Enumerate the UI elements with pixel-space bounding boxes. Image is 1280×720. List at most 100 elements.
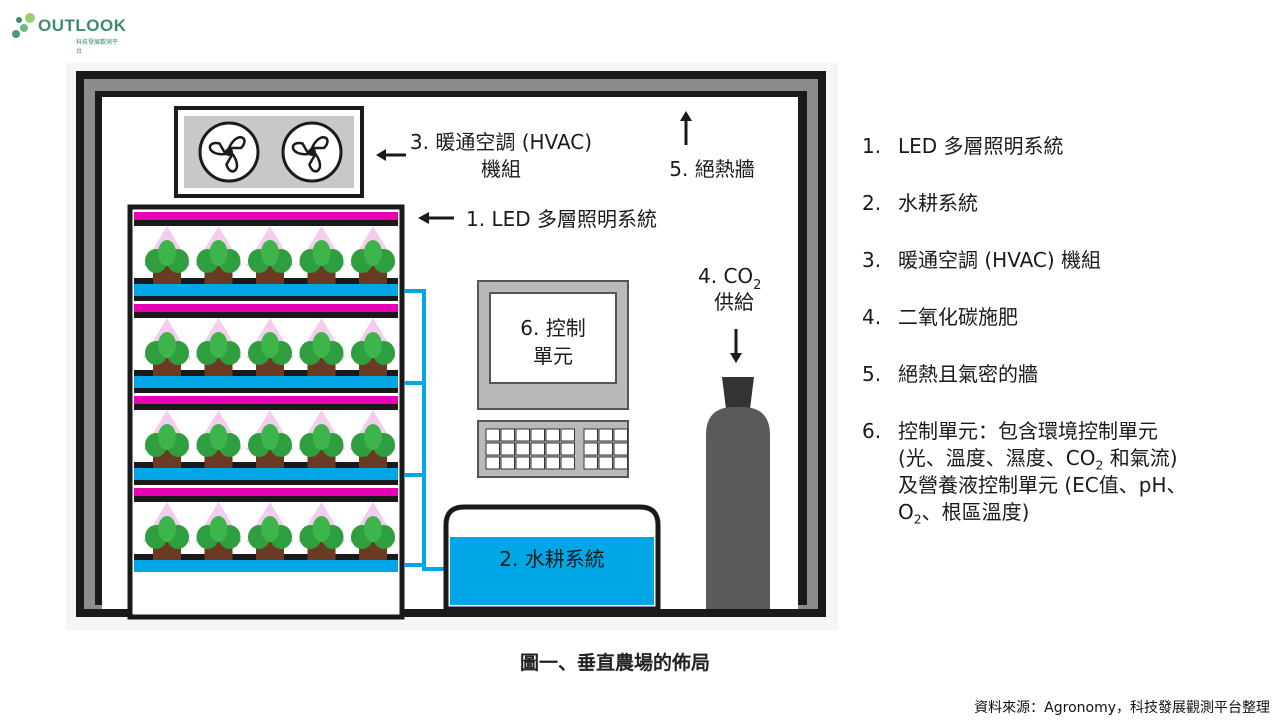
leaf (209, 332, 228, 358)
leaf (364, 424, 382, 450)
fan-icon (281, 121, 343, 183)
keyboard-key (545, 442, 560, 456)
co2-label-line1: 4. CO2 (698, 264, 761, 293)
legend-text: LED 多層照明系統 (898, 134, 1064, 158)
source-note: 資料來源：Agronomy，科技發展觀測平台整理 (974, 700, 1270, 716)
plant-icon (349, 318, 397, 376)
leaf (261, 516, 279, 542)
led-light-bar (134, 212, 398, 220)
keyboard-key (515, 428, 530, 442)
keyboard-key (598, 428, 613, 442)
keyboard-key (613, 456, 628, 470)
legend-text: 水耕系統 (898, 191, 978, 215)
legend-control-line3: 及營養液控制單元 (EC值、pH、 (898, 473, 1187, 497)
legend-text: 控制單元：包含環境控制單元 (光、溫度、濕度、CO2 和氣流) 及營養液控制單元… (898, 418, 1272, 526)
farm-layout-svg: 3. 暖通空調 (HVAC) 機組 5. 絕熱牆 1. LED 多層照明系統 4… (76, 71, 826, 620)
legend-control-line4: O2、根區溫度) (898, 500, 1030, 527)
legend-number: 6. (862, 419, 882, 443)
plant-icon (194, 410, 243, 468)
plant-icon (297, 502, 346, 560)
shelf (134, 488, 398, 572)
keyboard-key (500, 442, 515, 456)
plant-icon (143, 502, 191, 560)
legend-item-insulated-wall: 5. 絕熱且氣密的牆 (862, 361, 1272, 388)
led-arrow-icon (418, 212, 454, 224)
legend-item-co2: 4. 二氧化碳施肥 (862, 304, 1272, 331)
keyboard-key (485, 456, 500, 470)
leaf (158, 240, 176, 266)
plant-icon (349, 226, 397, 284)
legend-control-line1: 控制單元：包含環境控制單元 (898, 419, 1158, 443)
plant-icon (143, 410, 191, 468)
logo-leaf-icon (12, 13, 35, 38)
keyboard-key (530, 428, 545, 442)
water-fill (450, 537, 654, 605)
shelf (134, 212, 398, 301)
figure-caption: 圖一、垂直農場的佈局 (520, 652, 711, 674)
co2-label-subscript: 2 (753, 278, 761, 293)
leaf (209, 516, 228, 542)
plant-icon (143, 318, 191, 376)
hvac-label-line2: 機組 (481, 157, 521, 181)
keyboard-key (545, 428, 560, 442)
control-label-line1: 6. 控制 (520, 316, 585, 340)
legend-control-line2: (光、溫度、濕度、CO2 和氣流) (898, 446, 1178, 473)
keyboard-key (598, 456, 613, 470)
leaf (312, 240, 331, 266)
legend-text: 暖通空調 (HVAC) 機組 (898, 248, 1102, 272)
plant-icon (297, 318, 346, 376)
plant-icon (194, 226, 243, 284)
plant-icon (143, 226, 191, 284)
plant-icon (349, 502, 397, 560)
keyboard-key (545, 456, 560, 470)
control-label-line2: 單元 (533, 344, 573, 368)
leaf (261, 424, 279, 450)
shelf-frame (134, 220, 398, 226)
vertical-farm-diagram: 3. 暖通空調 (HVAC) 機組 5. 絕熱牆 1. LED 多層照明系統 4… (66, 63, 838, 630)
led-light-bar (134, 304, 398, 312)
shelf-divider (134, 388, 398, 393)
leaf (364, 240, 382, 266)
plant-icon (246, 502, 294, 560)
shelf-divider (134, 480, 398, 485)
water-channel (134, 468, 398, 480)
legend-item-hvac: 3. 暖通空調 (HVAC) 機組 (862, 247, 1272, 274)
plant-icon (297, 226, 346, 284)
legend-item-hydroponics: 2. 水耕系統 (862, 190, 1272, 217)
plant-icon (297, 410, 346, 468)
plant-icon (246, 410, 294, 468)
shelf (134, 304, 398, 393)
leaf (312, 516, 331, 542)
plant-icon (246, 318, 294, 376)
monitor-screen (489, 292, 617, 384)
led-shelving-rack (127, 204, 405, 620)
keyboard-key (598, 442, 613, 456)
keyboard-key (583, 456, 598, 470)
shelf-frame (134, 312, 398, 318)
leaf (209, 240, 228, 266)
legend-number: 1. (862, 134, 882, 158)
keyboard-key (583, 442, 598, 456)
wall-arrow-icon (680, 111, 692, 145)
leaf (364, 332, 382, 358)
keyboard-key (530, 456, 545, 470)
keyboard-key (560, 456, 575, 470)
co2-tank (706, 377, 770, 609)
shelf-frame (134, 404, 398, 410)
leaf (209, 424, 228, 450)
leaf (261, 332, 279, 358)
hvac-label-line1: 3. 暖通空調 (HVAC) (410, 130, 592, 154)
legend-number: 3. (862, 248, 882, 272)
keyboard-key (515, 442, 530, 456)
keyboard-key (500, 456, 515, 470)
shelf-frame (134, 496, 398, 502)
keyboard-key (530, 442, 545, 456)
logo-text: OUTLOOK (38, 16, 127, 35)
legend-item-led: 1. LED 多層照明系統 (862, 133, 1272, 160)
leaf (158, 516, 176, 542)
plant-icon (246, 226, 294, 284)
keyboard-keys (485, 428, 628, 470)
keyboard-key (485, 428, 500, 442)
led-light-bar (134, 396, 398, 404)
plant-icon (194, 318, 243, 376)
